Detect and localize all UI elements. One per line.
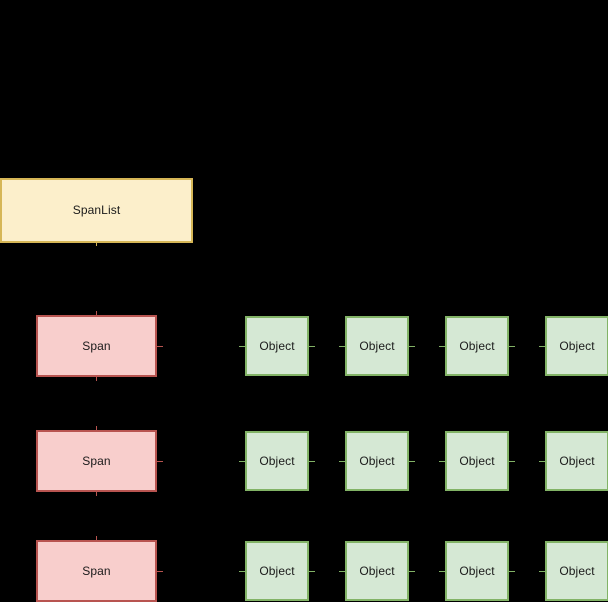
connector-stub-object-3-3-right [509, 571, 515, 572]
node-object-1-4[interactable]: Object [545, 316, 608, 376]
connector-stub-object-1-1-right [309, 346, 315, 347]
connector-stub-object-2-1-left [239, 461, 245, 462]
node-object-2-3-label: Object [459, 453, 495, 468]
node-object-1-4-label: Object [559, 338, 595, 353]
connector-stub-object-3-2-right [409, 571, 415, 572]
node-object-1-1[interactable]: Object [245, 316, 309, 376]
node-object-3-3[interactable]: Object [445, 541, 509, 601]
connector-stub-object-2-4-left [539, 461, 545, 462]
connector-stub-object-3-4-left [539, 571, 545, 572]
node-spanlist-label: SpanList [72, 203, 121, 218]
connector-stub-span-2-top [96, 426, 97, 430]
node-object-2-2[interactable]: Object [345, 431, 409, 491]
connector-stub-object-1-4-left [539, 346, 545, 347]
connector-stub-object-3-3-left [439, 571, 445, 572]
connector-stub-object-2-3-left [439, 461, 445, 462]
node-object-2-1[interactable]: Object [245, 431, 309, 491]
connector-stub-object-1-2-left [339, 346, 345, 347]
connector-stub-spanlist-bottom [96, 243, 97, 246]
connector-stub-object-3-2-left [339, 571, 345, 572]
node-object-2-4-label: Object [559, 453, 595, 468]
connector-stub-span-3-right [157, 571, 163, 572]
node-span-2[interactable]: Span [36, 430, 157, 492]
node-spanlist[interactable]: SpanList [0, 178, 193, 243]
node-object-2-4[interactable]: Object [545, 431, 608, 491]
connector-stub-object-2-3-right [509, 461, 515, 462]
node-object-3-2-label: Object [359, 563, 395, 578]
connector-stub-object-1-3-right [509, 346, 515, 347]
connector-stub-span-3-top [96, 536, 97, 540]
node-span-2-label: Span [82, 453, 111, 468]
connector-stub-object-1-2-right [409, 346, 415, 347]
connector-stub-object-1-1-left [239, 346, 245, 347]
connector-stub-span-1-top [96, 311, 97, 315]
connector-stub-object-2-1-right [309, 461, 315, 462]
node-span-1[interactable]: Span [36, 315, 157, 377]
connector-stub-object-2-2-right [409, 461, 415, 462]
node-object-2-2-label: Object [359, 453, 395, 468]
connector-stub-span-2-bottom [96, 492, 97, 496]
node-object-2-3[interactable]: Object [445, 431, 509, 491]
connector-stub-object-1-3-left [439, 346, 445, 347]
node-object-3-1[interactable]: Object [245, 541, 309, 601]
node-object-3-3-label: Object [459, 563, 495, 578]
node-span-3[interactable]: Span [36, 540, 157, 602]
connector-stub-object-3-1-right [309, 571, 315, 572]
node-object-1-2-label: Object [359, 338, 395, 353]
node-object-3-4[interactable]: Object [545, 541, 608, 601]
node-object-3-4-label: Object [559, 563, 595, 578]
connector-stub-object-2-2-left [339, 461, 345, 462]
node-span-1-label: Span [82, 338, 111, 353]
node-object-3-1-label: Object [259, 563, 295, 578]
node-object-1-1-label: Object [259, 338, 295, 353]
node-object-1-2[interactable]: Object [345, 316, 409, 376]
node-span-3-label: Span [82, 563, 111, 578]
node-object-2-1-label: Object [259, 453, 295, 468]
node-object-1-3[interactable]: Object [445, 316, 509, 376]
connector-stub-span-2-right [157, 461, 163, 462]
connector-stub-span-1-right [157, 346, 163, 347]
node-object-3-2[interactable]: Object [345, 541, 409, 601]
connector-stub-span-1-bottom [96, 377, 97, 381]
connector-stub-object-3-1-left [239, 571, 245, 572]
node-object-1-3-label: Object [459, 338, 495, 353]
